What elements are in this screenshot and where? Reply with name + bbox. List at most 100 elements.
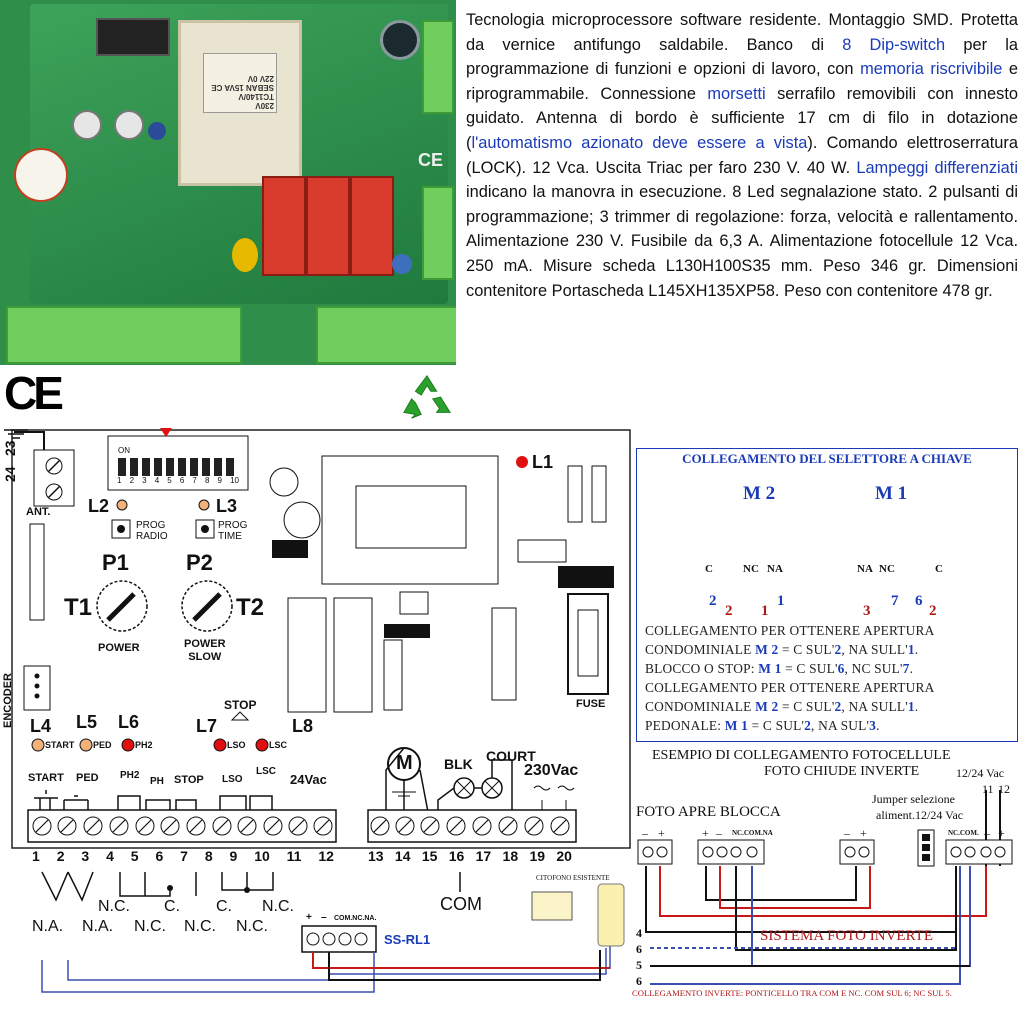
pcb-trimmer	[114, 110, 144, 140]
instruction-text: .	[914, 699, 919, 714]
m2-number: 2	[709, 593, 717, 609]
lamp-wires	[437, 759, 513, 812]
description-text: e riprogrammabile. Connessione	[466, 60, 1019, 103]
pcb-capacitor	[380, 20, 420, 60]
output-blk-label: BLK	[444, 756, 473, 772]
terminal-plus: +	[860, 826, 867, 840]
product-description: Tecnologia microprocessore software resi…	[466, 8, 1018, 303]
instruction-emphasis: 1	[907, 699, 915, 714]
heatsink	[384, 624, 430, 638]
transformer-core	[355, 485, 467, 549]
terminal-number: 19	[529, 848, 546, 864]
dip-number: 9	[217, 476, 222, 485]
instruction-emphasis: 1	[907, 642, 915, 657]
capacitor-round	[283, 501, 321, 539]
m2-label: M 2	[743, 483, 776, 504]
wire-c-label: C.	[164, 898, 180, 915]
pcb-relay	[350, 176, 394, 276]
stop-label: STOP	[224, 698, 257, 712]
ssrl1-plus: +	[306, 912, 312, 923]
wire-nc-label: N.C.	[134, 918, 166, 935]
dip-number: 8	[204, 476, 210, 485]
recycle-icon	[403, 375, 451, 419]
button-p2-label: P2	[186, 550, 213, 575]
prog-radio-line: PROG	[136, 520, 166, 531]
instruction-emphasis: 3	[869, 718, 877, 733]
capacitor-round	[269, 467, 299, 497]
prog-time-line: PROG	[218, 520, 248, 531]
instruction-text: , NA SULL'	[841, 642, 908, 657]
instruction-text: COLLEGAMENTO PER OTTENERE APERTURA	[645, 623, 935, 638]
instruction-emphasis: M 1	[724, 718, 749, 733]
instruction-emphasis: 6	[837, 661, 845, 676]
photo-panel-title: ESEMPIO DI COLLEGAMENTO FOTOCELLULE	[652, 748, 951, 763]
instruction-text: BLOCCO O STOP:	[645, 661, 759, 676]
wire-c-label: C.	[216, 898, 232, 915]
terminal-minus: –	[716, 826, 722, 840]
led-lso-caption: LSO	[227, 740, 246, 750]
junction-dots	[167, 885, 250, 893]
m2-number: 1	[777, 593, 785, 609]
pcb-trimmer	[72, 110, 102, 140]
dip-on-label: ON	[118, 446, 130, 455]
m1-nc-label: NC	[879, 563, 895, 575]
dip-number: 4	[154, 476, 160, 485]
terminal-numbers-left: 1 2 3 4 5 6 7 8 9 10 11 12	[32, 848, 334, 864]
m1-number: 2	[929, 603, 937, 619]
dip-levers	[118, 458, 234, 476]
input-lso-label: LSO	[222, 774, 243, 785]
terminal-numbers-right: 13 14 15 16 17 18 19 20	[368, 848, 572, 864]
dip-numbers: 1 2 3 4 5 6 7 8 9 10	[117, 476, 239, 485]
pcb-relay	[306, 176, 350, 276]
instruction-text: , NA SULL'	[841, 699, 908, 714]
dip-number: 2	[129, 476, 135, 485]
instruction-text: CONDOMINIALE	[645, 699, 756, 714]
instruction-text: .	[876, 718, 880, 733]
wire-nc-label: N.C.	[236, 918, 268, 935]
instruction-text: = C SUL'	[748, 718, 805, 733]
citofono-label: CITOFONO ESISTENTE	[536, 874, 610, 882]
instruction-text: COLLEGAMENTO PER OTTENERE APERTURA	[645, 680, 935, 695]
pcb-terminal-block-left	[6, 306, 242, 364]
motor-capacitor	[392, 791, 416, 797]
component-block	[558, 566, 614, 588]
terminal-number: 10	[254, 848, 270, 864]
led-ped-caption: PED	[93, 740, 112, 750]
terminal-plus: +	[998, 826, 1005, 840]
antenna-label: ANT.	[26, 506, 51, 518]
pcb-transformer: 230V TC1140/V SEBAN 15VA CE 22V 0V	[178, 20, 302, 186]
input-start-label: START	[28, 772, 64, 784]
key-panel-instruction-line: PEDONALE: M 1 = C SUL'2, NA SUL'3.	[645, 718, 880, 734]
wire-na-label: N.A.	[82, 918, 114, 935]
terminal-number: 1	[32, 848, 40, 864]
terminal-screw-slots	[35, 819, 567, 833]
pcb-dip-switch	[96, 18, 170, 56]
wire-com-label: COM	[440, 894, 482, 914]
terminal-number: 9	[229, 848, 238, 864]
dip-pointer	[160, 428, 172, 437]
sistema-foto-label: SISTEMA FOTO INVERTE	[760, 928, 933, 944]
jumper-label: aliment.12/24 Vac	[876, 808, 964, 822]
pcb-stamp	[14, 148, 68, 202]
relay	[287, 597, 327, 713]
wire-number: 6	[636, 942, 642, 956]
pcb-photo: 230V TC1140/V SEBAN 15VA CE 22V 0V CE	[0, 0, 456, 365]
external-wiring	[41, 871, 461, 902]
instruction-emphasis: M 1	[758, 661, 782, 676]
wire-na-label: N.A.	[32, 918, 64, 935]
photo-pin-label: 11	[982, 782, 994, 796]
dip-number: 10	[230, 476, 239, 485]
led-indicators	[31, 456, 528, 752]
encoder-label: ENCODER	[2, 672, 14, 728]
terminal-number: 16	[448, 848, 465, 864]
m1-c-label: C	[935, 563, 943, 575]
led-l5-label: L5	[76, 712, 98, 732]
instruction-emphasis: M 2	[755, 642, 779, 657]
description-text: indicano la manovra in esecuzione. 8 Led…	[466, 183, 1018, 300]
description-text: serrafilo removibili con innesto guidato…	[466, 84, 1018, 152]
ssrl1-minus: –	[321, 912, 327, 923]
output-230vac-label: 230Vac	[524, 762, 579, 779]
jumper-label: Jumper selezione	[872, 792, 955, 806]
input-ph-label: PH	[150, 776, 164, 787]
terminal-block-left	[27, 809, 337, 843]
